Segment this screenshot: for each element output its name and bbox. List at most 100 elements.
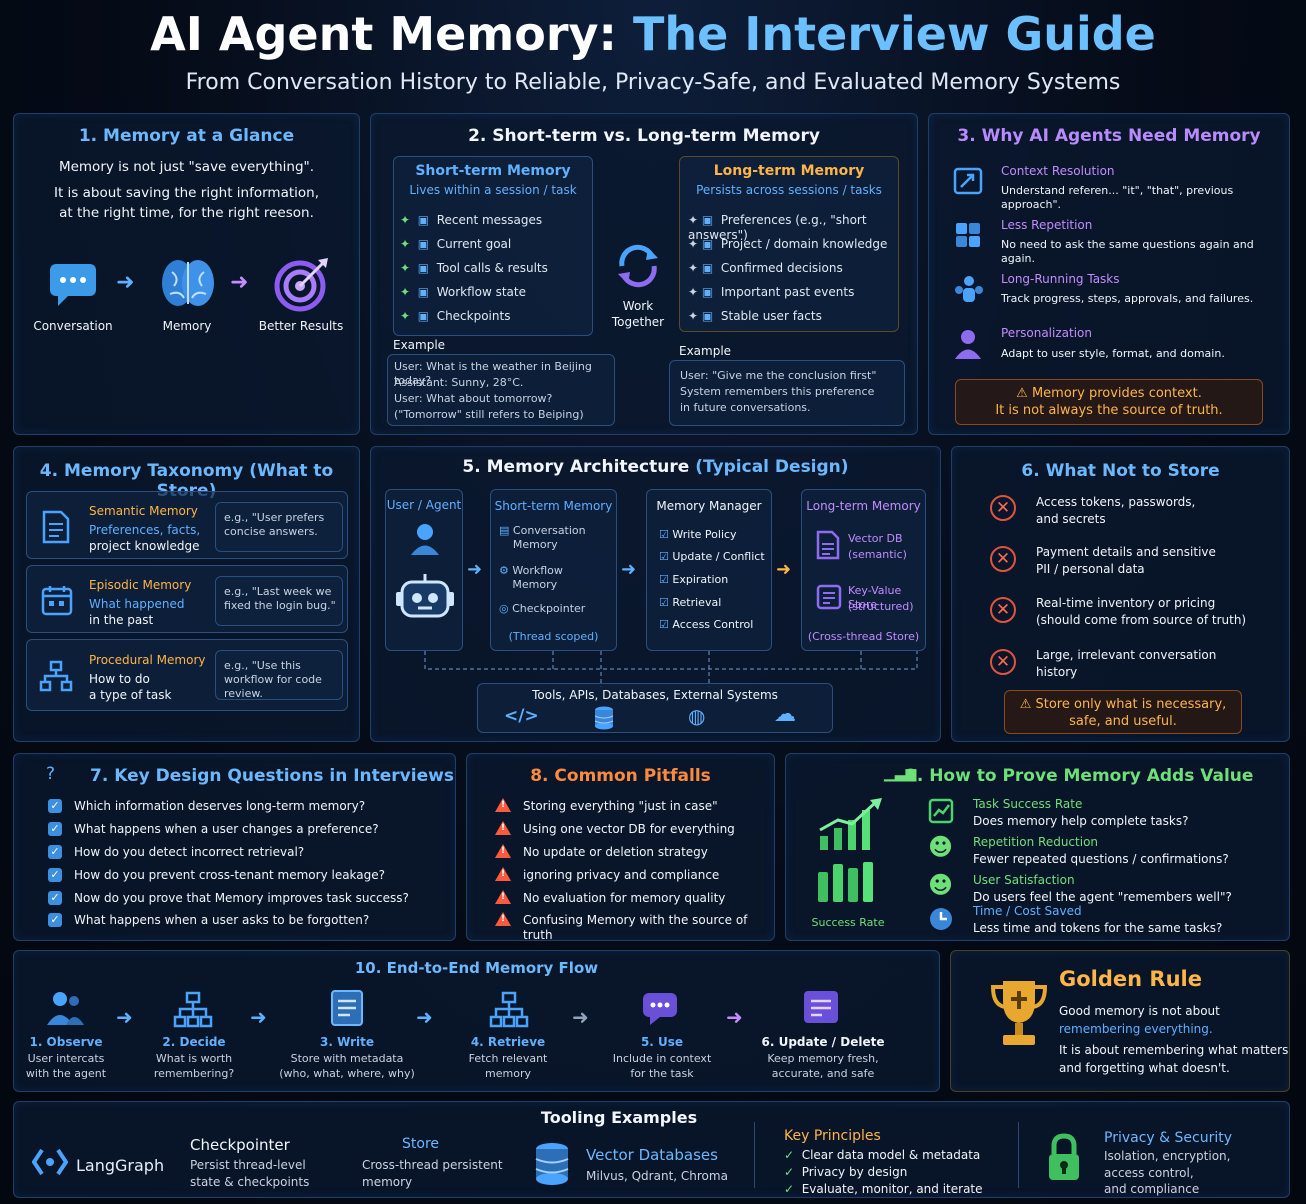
question-icon: ?	[46, 764, 56, 784]
principle-text: Privacy by design	[801, 1165, 908, 1179]
check-icon: ✓	[784, 1165, 795, 1179]
reason-desc: Adapt to user style, format, and domain.	[1001, 347, 1225, 360]
not-store-line: history	[1036, 665, 1078, 679]
panel-title: 1. Memory at a Glance	[78, 126, 295, 146]
arrow-right-icon: ➜	[467, 559, 483, 580]
box-title: Memory Manager	[656, 499, 762, 513]
task-chart-icon	[928, 798, 954, 824]
forbidden-icon: ✕	[990, 546, 1016, 572]
chat-bubble-icon	[50, 264, 96, 306]
list-item: ✦ ▣ Checkpoints	[400, 309, 511, 323]
item-label: Write Policy	[672, 528, 737, 541]
taxonomy-name: Semantic Memory	[89, 504, 198, 518]
golden-line: Good memory is not about	[1059, 1004, 1220, 1018]
warning-line: ⚠ Store only what is necessary,	[1005, 696, 1241, 713]
short-term-title: Short-term Memory	[415, 163, 571, 179]
item-label: Current goal	[436, 237, 512, 251]
list-item: ✦ ▣ Workflow state	[400, 285, 527, 299]
chat-use-icon	[643, 993, 677, 1025]
example-box: User: What is the weather in Beijing tod…	[387, 354, 615, 426]
store-label: Key-Value Store	[848, 584, 902, 611]
memory-warning: ⚠ Memory provides context. It is not alw…	[955, 379, 1263, 425]
puzzle-icon	[956, 223, 980, 247]
manager-item: ☑ Retrieval	[659, 596, 721, 610]
principle-item: ✓ Privacy by design	[784, 1165, 907, 1180]
panel-title: 8. Common Pitfalls	[530, 766, 711, 786]
example-line: User: "Give me the conclusion first"	[680, 369, 877, 382]
arrow-right-icon: ➜	[572, 1005, 589, 1029]
list-item: ✦ ▣ Important past events	[688, 285, 855, 299]
taxonomy-example: e.g., "Last week we fixed the login bug.…	[215, 576, 343, 626]
item-label: Checkpointer	[512, 602, 586, 615]
checkpointer-desc: Persist thread-level	[190, 1158, 306, 1172]
taxonomy-name: Procedural Memory	[89, 653, 206, 667]
team-icon	[955, 276, 983, 302]
not-store-line: Payment details and sensitive	[1036, 545, 1216, 559]
panel-short-vs-long-term: 2. Short-term vs. Long-term Memory Short…	[370, 113, 918, 435]
privacy-desc: access control,	[1104, 1166, 1194, 1180]
panel-golden-rule: Golden Rule Good memory is not about rem…	[950, 950, 1290, 1092]
arrow-right-icon: ➜	[776, 559, 792, 580]
step-desc: memory	[485, 1067, 531, 1080]
warning-line: safe, and useful.	[1069, 714, 1177, 729]
example-label: Example	[393, 338, 446, 352]
brain-icon	[162, 260, 214, 306]
step-desc: remembering?	[153, 1067, 235, 1080]
icon-label: Conversation	[33, 319, 113, 333]
vector-database-icon	[535, 1143, 569, 1185]
panel-why-memory: 3. Why AI Agents Need Memory Context Res…	[928, 113, 1290, 435]
arrow-right-icon: ➜	[116, 270, 135, 295]
warning-text: Memory provides context.	[1031, 386, 1202, 401]
pitfall-item: ignoring privacy and compliance	[523, 868, 720, 882]
step-desc: Fetch relevant	[468, 1052, 548, 1065]
page-subtitle: From Conversation History to Reliable, P…	[185, 70, 1121, 95]
warning-icon	[495, 912, 511, 926]
panel-memory-taxonomy: 4. Memory Taxonomy (What to Store) Seman…	[13, 446, 360, 742]
store-label: Vector DB	[848, 532, 903, 545]
example-box: User: "Give me the conclusion first" Sys…	[669, 360, 905, 426]
list-item: ✦ ▣ Recent messages	[400, 213, 543, 227]
question-item: What happens when a user changes a prefe…	[74, 822, 379, 836]
checkbox-icon: ☑	[659, 528, 669, 541]
tools-label: Tools, APIs, Databases, External Systems	[532, 688, 778, 702]
item-label: Expiration	[672, 573, 729, 586]
title-blue: The Interview Guide	[632, 7, 1156, 61]
panel-tooling: Tooling Examples LangGraph Checkpointer …	[13, 1101, 1290, 1198]
list-item: ✦ ▣ Stable user facts	[688, 309, 822, 323]
store-desc: Cross-thread persistent	[362, 1158, 503, 1172]
checkbox-icon: ☑	[659, 573, 669, 586]
metric-desc: Less time and tokens for the same tasks?	[973, 921, 1223, 935]
panel-title: 2. Short-term vs. Long-term Memory	[468, 126, 820, 146]
work-together-label: Work Together	[611, 299, 665, 329]
trophy-icon	[990, 981, 1048, 1045]
warning-icon	[495, 821, 511, 835]
item-label: Workflow state	[436, 285, 527, 299]
pitfall-item: Confusing Memory with the source of trut…	[523, 913, 748, 942]
user-icon	[955, 330, 981, 359]
divider	[1018, 1122, 1019, 1188]
item-label: Workflow Memory	[512, 564, 563, 591]
panel-title: 7. Key Design Questions in Interviews	[90, 766, 454, 786]
warning-icon	[495, 844, 511, 858]
user-agent-box: User / Agent	[385, 489, 463, 651]
taxonomy-desc: Preferences, facts,	[89, 523, 201, 537]
page-title: AI Agent Memory: The Interview Guide	[0, 6, 1306, 62]
taxonomy-desc: a type of task	[89, 688, 172, 702]
vector-title: Vector Databases	[586, 1146, 718, 1164]
icon-label: Better Results	[258, 319, 344, 333]
item-label: Important past events	[720, 285, 855, 299]
golden-title: Golden Rule	[1059, 967, 1202, 991]
item-label: Project / domain knowledge	[720, 237, 888, 251]
example-line: User: What is the weather in Beijing tod…	[394, 360, 592, 387]
reason-title: Personalization	[1001, 326, 1092, 340]
question-item: Now do you prove that Memory improves ta…	[74, 891, 409, 905]
key-value-icon	[816, 584, 842, 610]
manager-item: ☑ Write Policy	[659, 528, 737, 542]
principle-text: Evaluate, monitor, and iterate	[801, 1182, 983, 1196]
long-term-box: Long-term Memory Persists across session…	[679, 156, 899, 332]
store-label: (semantic)	[848, 548, 907, 561]
step-title: 3. Write	[319, 1035, 375, 1049]
step-desc: (who, what, where, why)	[279, 1067, 415, 1080]
reason-desc: Understand referen... "it", "that", prev…	[1001, 184, 1234, 211]
item-label: Confirmed decisions	[720, 261, 843, 275]
